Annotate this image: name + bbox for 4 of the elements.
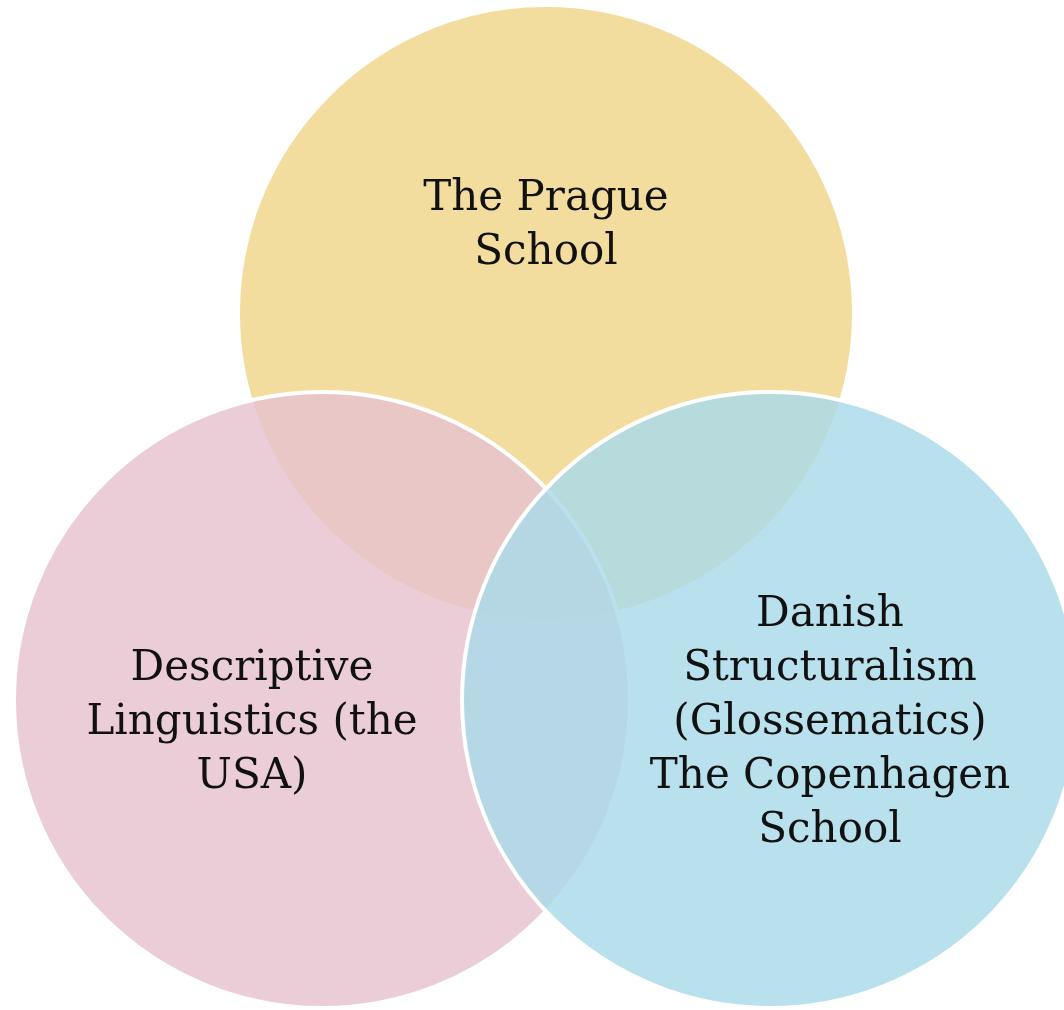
circle-label: The Copenhagen School: [648, 748, 1012, 854]
circle-label: Danish Structuralism (Glossematics): [672, 586, 988, 746]
circle-label: The Prague School: [422, 170, 670, 276]
circle-label: Descriptive Linguistics (the USA): [85, 640, 419, 800]
